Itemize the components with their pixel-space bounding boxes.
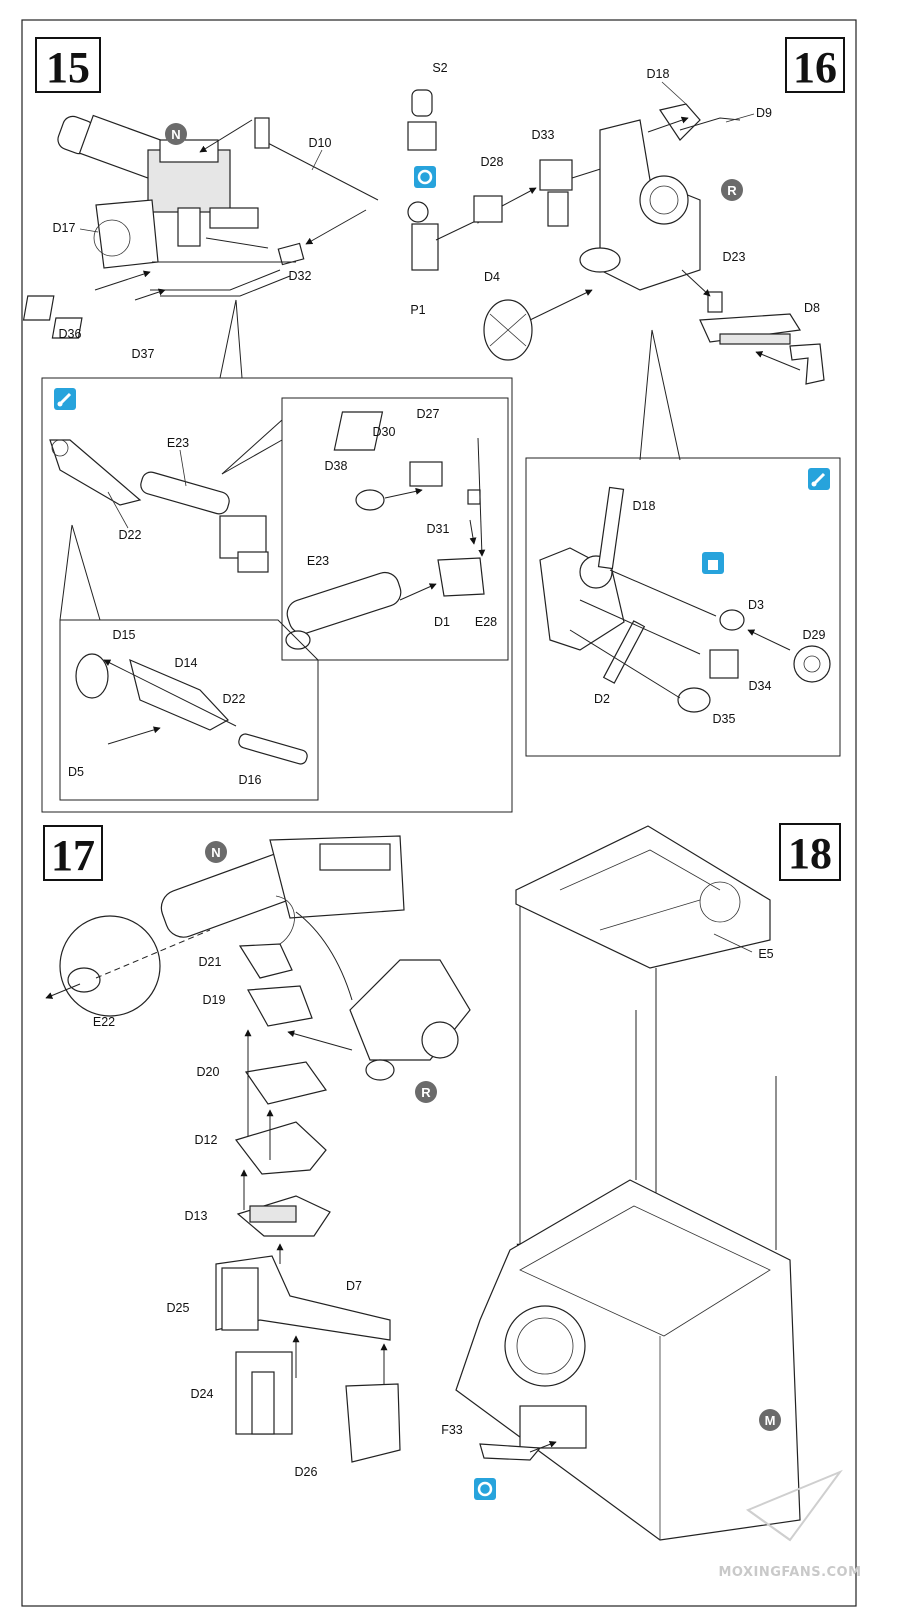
label-f33: F33 bbox=[441, 1423, 463, 1437]
label-p1: P1 bbox=[410, 303, 425, 317]
svg-text:R: R bbox=[727, 183, 737, 198]
label-d5: D5 bbox=[68, 765, 84, 779]
label-d27: D27 bbox=[417, 407, 440, 421]
step-15: 15 N D10 bbox=[22, 37, 379, 379]
badge-n: N bbox=[165, 123, 187, 145]
badge-n: N bbox=[205, 841, 227, 863]
d12-part bbox=[234, 1121, 327, 1175]
label-d26: D26 bbox=[295, 1465, 318, 1479]
step-15-subassembly: E23 D22 bbox=[41, 377, 513, 813]
e23-tube bbox=[140, 471, 230, 515]
d32-part bbox=[277, 242, 305, 266]
rotate-icon bbox=[414, 166, 436, 188]
label-d32: D32 bbox=[289, 269, 312, 283]
paper-plane-logo-icon bbox=[745, 1469, 843, 1542]
paint-brush-icon bbox=[808, 468, 830, 490]
e22-mantlet bbox=[59, 915, 161, 1017]
paint-brush-icon bbox=[54, 388, 76, 410]
label-d20: D20 bbox=[197, 1065, 220, 1079]
e23-tube-b bbox=[286, 571, 402, 635]
label-s2: S2 bbox=[432, 61, 447, 75]
glue-icon bbox=[702, 552, 724, 574]
label-d2: D2 bbox=[594, 692, 610, 706]
label-d38: D38 bbox=[325, 459, 348, 473]
label-d34: D34 bbox=[749, 679, 772, 693]
label-d19: D19 bbox=[203, 993, 226, 1007]
label-d14: D14 bbox=[175, 656, 198, 670]
label-d36: D36 bbox=[59, 327, 82, 341]
step-number: 16 bbox=[793, 43, 837, 92]
step-18: 18 E5 M F33 bbox=[441, 823, 841, 1541]
step-16: 16 S2 P1 D28 D33 D18 D bbox=[407, 37, 845, 461]
label-d22-b: D22 bbox=[223, 692, 246, 706]
badge-r: R bbox=[415, 1081, 437, 1103]
label-d29: D29 bbox=[803, 628, 826, 642]
step-number: 15 bbox=[46, 43, 90, 92]
label-e23: E23 bbox=[167, 436, 189, 450]
label-d28: D28 bbox=[481, 155, 504, 169]
watermark: MOXINGFANS.COM bbox=[718, 1469, 861, 1580]
label-e5: E5 bbox=[758, 947, 773, 961]
step-16-subassembly: D18 D3 D29 D34 D2 D35 bbox=[525, 457, 841, 757]
rotate-icon bbox=[474, 1478, 496, 1500]
label-d18-b: D18 bbox=[633, 499, 656, 513]
svg-text:R: R bbox=[421, 1085, 431, 1100]
label-d15: D15 bbox=[113, 628, 136, 642]
d10-rod bbox=[261, 139, 379, 201]
label-d22: D22 bbox=[119, 528, 142, 542]
label-e23-b: E23 bbox=[307, 554, 329, 568]
label-d37: D37 bbox=[132, 347, 155, 361]
watermark-text: MOXINGFANS.COM bbox=[718, 1565, 861, 1580]
step-17: 17 N E22 D21 D19 R bbox=[43, 825, 471, 1479]
label-d10: D10 bbox=[309, 136, 332, 150]
d36-part bbox=[22, 295, 55, 321]
d26-part bbox=[345, 1383, 401, 1463]
label-d7: D7 bbox=[346, 1279, 362, 1293]
label-d23: D23 bbox=[723, 250, 746, 264]
label-d4: D4 bbox=[484, 270, 500, 284]
label-d8: D8 bbox=[804, 301, 820, 315]
label-d35: D35 bbox=[713, 712, 736, 726]
d18-arm bbox=[597, 486, 625, 570]
svg-text:N: N bbox=[171, 127, 180, 142]
label-e22: E22 bbox=[93, 1015, 115, 1029]
label-d24: D24 bbox=[191, 1387, 214, 1401]
page-frame bbox=[21, 19, 857, 1607]
d2-link bbox=[602, 620, 646, 684]
cradle-assembly-drawing bbox=[579, 103, 741, 291]
label-d1: D1 bbox=[434, 615, 450, 629]
svg-text:M: M bbox=[765, 1413, 776, 1428]
label-d16: D16 bbox=[239, 773, 262, 787]
label-d3: D3 bbox=[748, 598, 764, 612]
e5-roof-plate bbox=[515, 825, 771, 969]
label-e28: E28 bbox=[475, 615, 497, 629]
label-d17: D17 bbox=[53, 221, 76, 235]
badge-m: M bbox=[759, 1409, 781, 1431]
breech-detail-box: D27 D30 D38 D31 E23 D1 E28 bbox=[281, 397, 509, 661]
label-d33: D33 bbox=[532, 128, 555, 142]
label-d30: D30 bbox=[373, 425, 396, 439]
sight-detail-box: D15 D14 D22 D5 D16 bbox=[59, 619, 319, 801]
svg-text:N: N bbox=[211, 845, 220, 860]
gun-assembly-drawing bbox=[57, 114, 259, 269]
label-d13: D13 bbox=[185, 1209, 208, 1223]
label-d25: D25 bbox=[167, 1301, 190, 1315]
label-d12: D12 bbox=[195, 1133, 218, 1147]
label-d18: D18 bbox=[647, 67, 670, 81]
label-d31: D31 bbox=[427, 522, 450, 536]
m-superstructure bbox=[455, 1179, 801, 1541]
d16-rod bbox=[238, 733, 308, 765]
badge-r: R bbox=[721, 179, 743, 201]
label-d9: D9 bbox=[756, 106, 772, 120]
f33-part bbox=[479, 1443, 542, 1461]
step-number: 18 bbox=[788, 829, 832, 878]
step-number: 17 bbox=[51, 831, 95, 880]
label-d21: D21 bbox=[199, 955, 222, 969]
d20-part bbox=[244, 1061, 328, 1105]
d37-part bbox=[51, 317, 83, 339]
